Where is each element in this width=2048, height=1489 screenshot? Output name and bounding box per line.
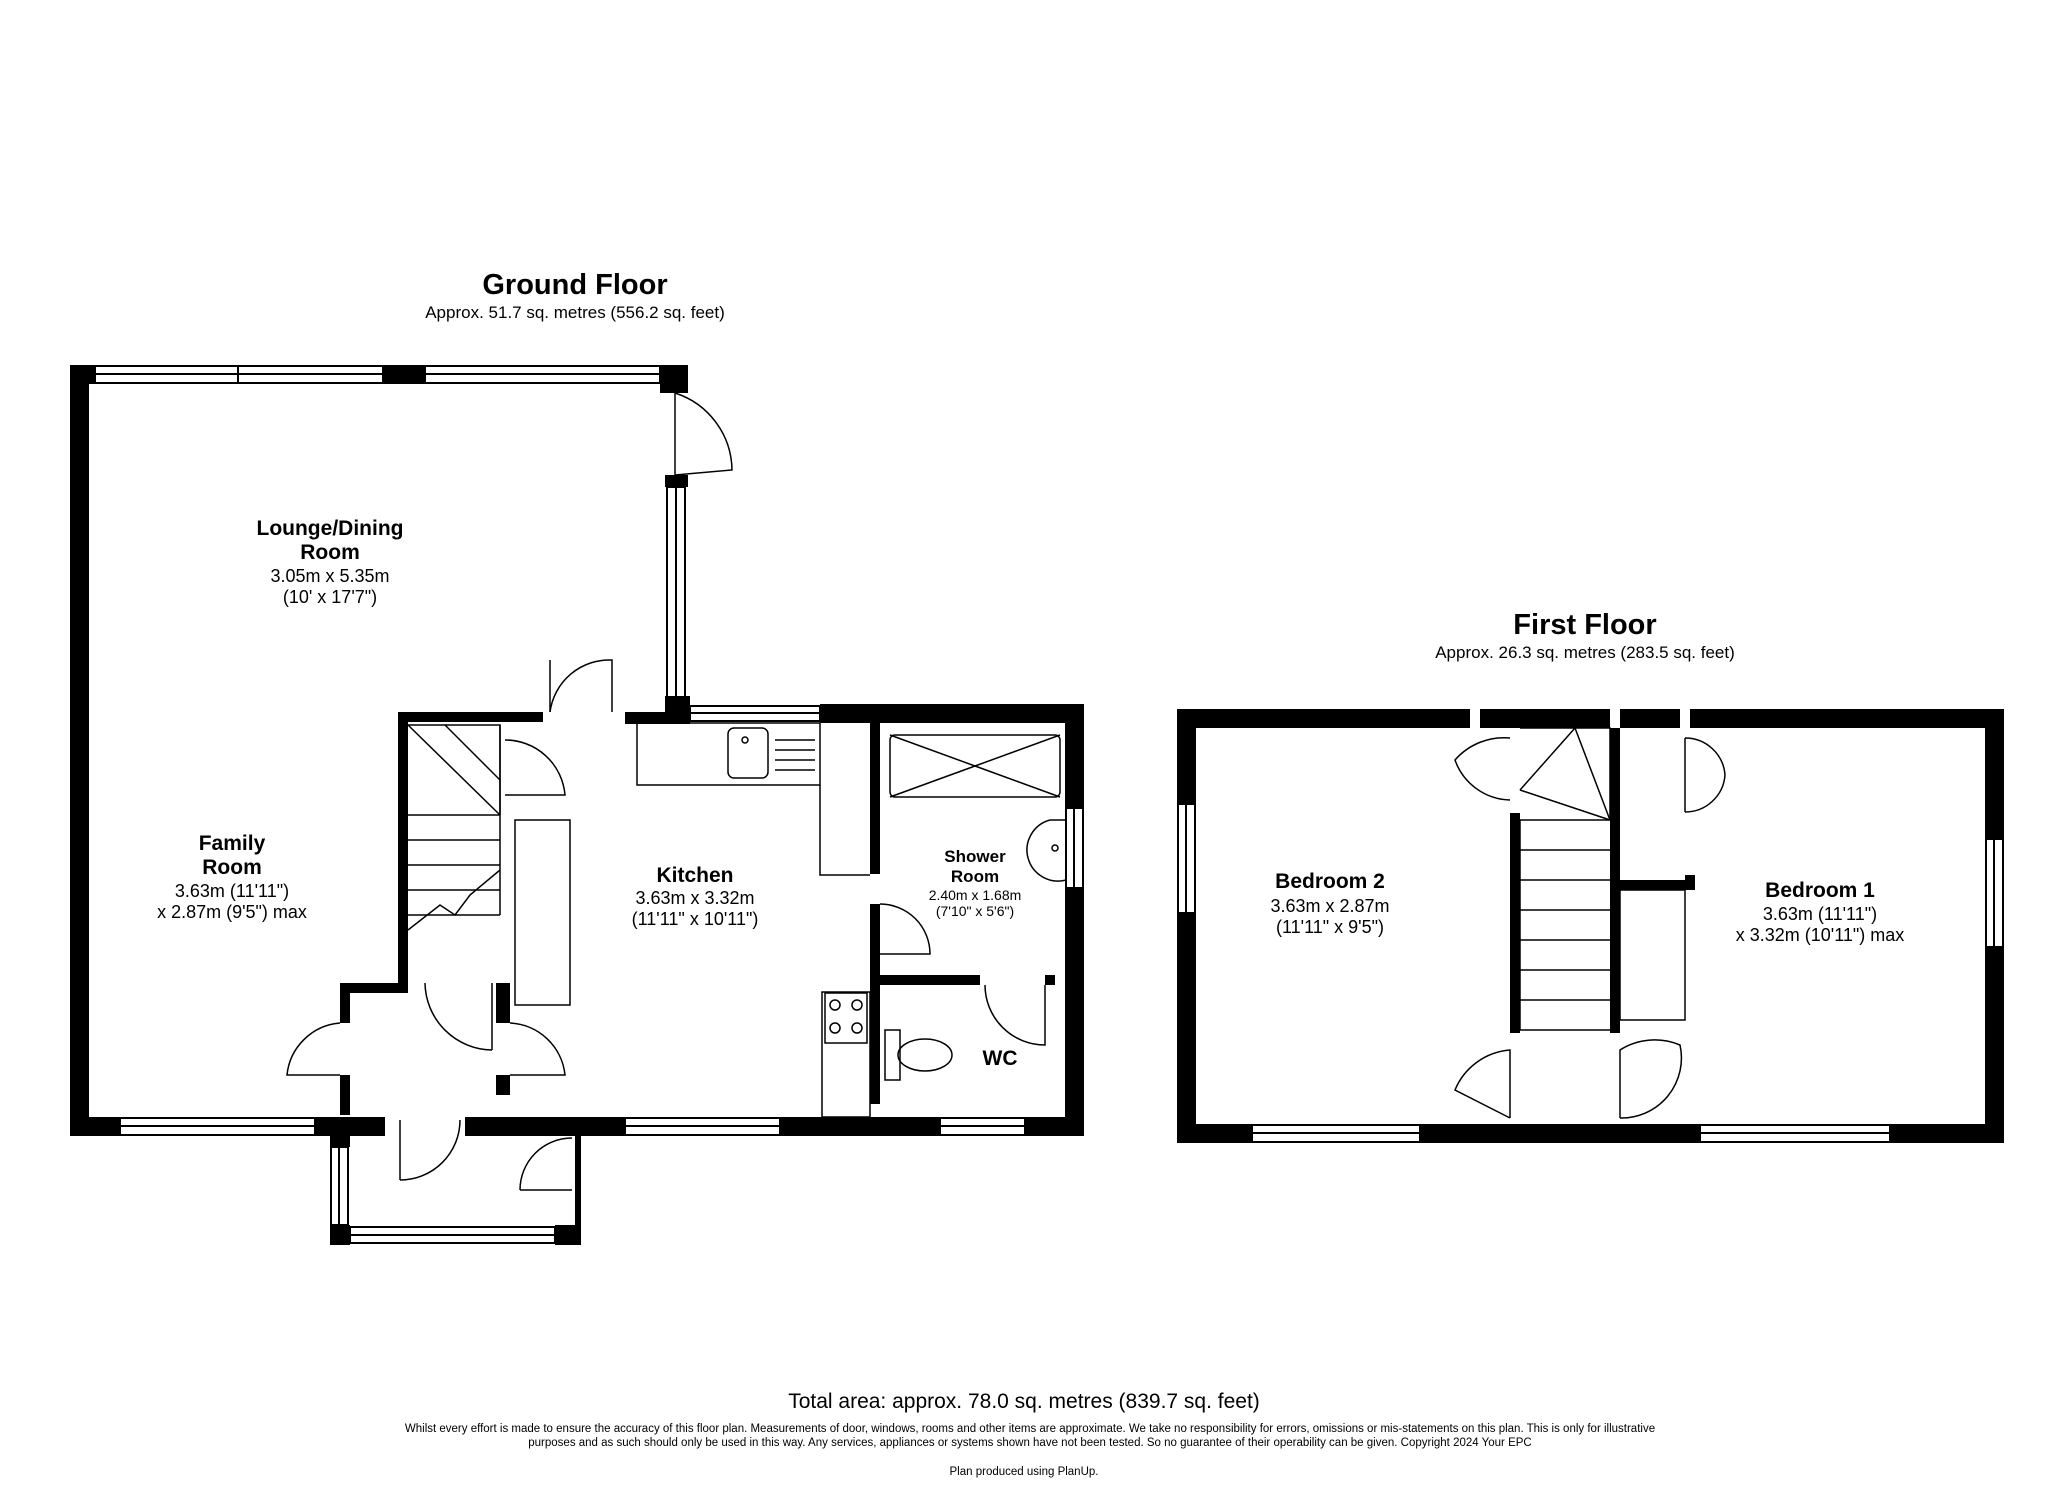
room-lounge-dining: Lounge/Dining Room 3.05m x 5.35m (10' x …: [257, 517, 404, 607]
ground-floor-walls: [70, 365, 1084, 1245]
first-floor-area: Approx. 26.3 sq. metres (283.5 sq. feet): [1435, 643, 1735, 662]
plan-credit: Plan produced using PlanUp.: [949, 1466, 1099, 1478]
room-dim-kitchen-line1: 3.63m x 3.32m: [635, 888, 754, 908]
first-floor-doors-fixtures: [1454, 727, 1726, 1119]
room-name-lounge-dining-line2: Room: [300, 541, 360, 564]
ground-floor-area: Approx. 51.7 sq. metres (556.2 sq. feet): [425, 303, 725, 322]
room-name-family-line1: Family: [199, 832, 266, 855]
room-name-shower-line2: Room: [951, 867, 999, 886]
room-name-bedroom-2: Bedroom 2: [1275, 870, 1385, 893]
room-kitchen: Kitchen 3.63m x 3.32m (11'11" x 10'11"): [632, 864, 759, 929]
disclaimer-text: Whilst every effort is made to ensure th…: [404, 1423, 1656, 1449]
room-dim-shower-line1: 2.40m x 1.68m: [929, 887, 1022, 903]
room-name-bedroom-1: Bedroom 1: [1765, 879, 1875, 902]
first-floor-windows: [1177, 803, 2004, 1143]
room-wc: WC: [983, 1047, 1018, 1070]
first-floor-walls: [1177, 709, 2004, 1143]
first-floor-title: First Floor: [1513, 609, 1656, 641]
room-dim-bedroom-1-line2: x 3.32m (10'11") max: [1736, 925, 1905, 945]
room-bedroom-1: Bedroom 1 3.63m (11'11") x 3.32m (10'11"…: [1736, 879, 1905, 945]
ground-floor-title: Ground Floor: [482, 269, 667, 301]
ground-floor-doors-fixtures: [286, 392, 1067, 1191]
room-dim-family-line1: 3.63m (11'11"): [175, 881, 289, 901]
ground-floor-plan: Ground Floor Approx. 51.7 sq. metres (55…: [70, 269, 1084, 1245]
room-name-lounge-dining-line1: Lounge/Dining: [257, 517, 404, 540]
room-dim-bedroom-2-line1: 3.63m x 2.87m: [1270, 896, 1389, 916]
room-dim-lounge-dining-line2: (10' x 17'7"): [283, 587, 377, 607]
room-dim-bedroom-2-line2: (11'11" x 9'5"): [1276, 917, 1384, 937]
room-dim-family-line2: x 2.87m (9'5") max: [157, 902, 307, 922]
room-dim-bedroom-1-line1: 3.63m (11'11"): [1763, 904, 1877, 924]
room-name-family-line2: Room: [202, 856, 262, 879]
room-name-shower-line1: Shower: [944, 847, 1006, 866]
room-name-kitchen: Kitchen: [656, 864, 733, 887]
first-floor-plan: First Floor Approx. 26.3 sq. metres (283…: [1177, 609, 2004, 1143]
room-dim-kitchen-line2: (11'11" x 10'11"): [632, 909, 759, 929]
room-bedroom-2: Bedroom 2 3.63m x 2.87m (11'11" x 9'5"): [1270, 870, 1389, 937]
total-area: Total area: approx. 78.0 sq. metres (839…: [788, 1390, 1260, 1413]
ground-floor-windows: [94, 365, 1084, 1244]
room-dim-shower-line2: (7'10" x 5'6"): [936, 903, 1014, 919]
room-family: Family Room 3.63m (11'11") x 2.87m (9'5"…: [157, 832, 307, 922]
room-dim-lounge-dining-line1: 3.05m x 5.35m: [270, 566, 389, 586]
room-shower: Shower Room 2.40m x 1.68m (7'10" x 5'6"): [929, 847, 1022, 919]
room-name-wc: WC: [983, 1047, 1018, 1070]
